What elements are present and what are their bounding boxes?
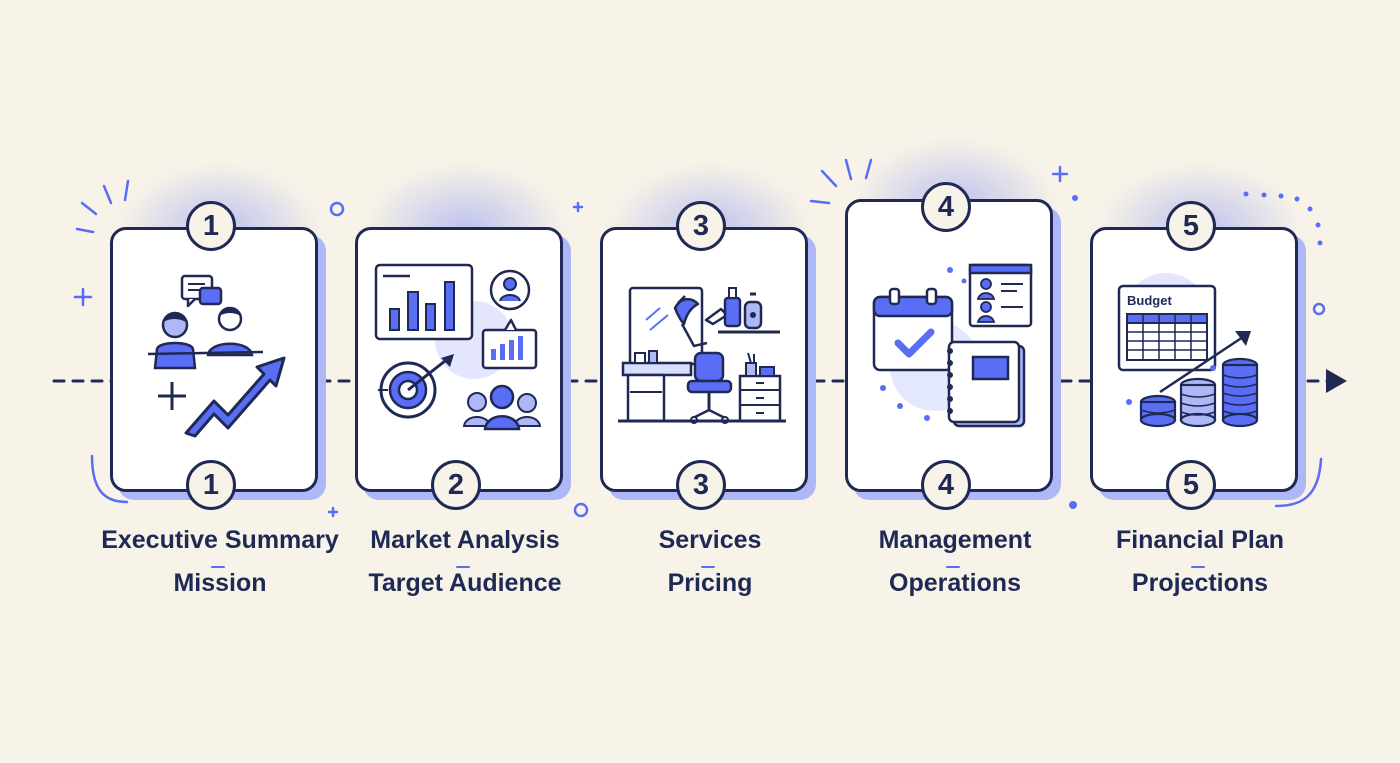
- budget-coins-icon: Budget: [1117, 273, 1259, 428]
- salon-services-icon: [618, 286, 786, 424]
- step-number-badge-bottom: 4: [921, 460, 971, 510]
- step-subtitle: Mission: [173, 569, 267, 597]
- title-separator: [701, 566, 715, 568]
- market-target-icon: [374, 263, 542, 431]
- step-number-badge-top: 4: [921, 182, 971, 232]
- step-title: Financial Plan: [1115, 526, 1285, 554]
- step-title: Services: [658, 526, 762, 554]
- step-subtitle: Operations: [889, 569, 1021, 597]
- step-subtitle: Target Audience: [368, 569, 562, 597]
- step-number-badge-top: 3: [676, 201, 726, 251]
- chat-growth-icon: [147, 274, 286, 438]
- step-subtitle: Projections: [1131, 569, 1269, 597]
- step-number-badge-bottom: 3: [676, 460, 726, 510]
- title-separator: [456, 566, 470, 568]
- step-title: Management: [878, 526, 1032, 554]
- step-number-badge-bottom: 1: [186, 460, 236, 510]
- step-number-badge-bottom: 2: [431, 460, 481, 510]
- step-number-badge-bottom: 5: [1166, 460, 1216, 510]
- step-title: Market Analysis: [370, 526, 560, 554]
- title-separator: [1191, 566, 1205, 568]
- step-number-badge-top: 5: [1166, 201, 1216, 251]
- title-separator: [946, 566, 960, 568]
- step-title: Executive Summary: [101, 526, 339, 554]
- calendar-team-icon: [872, 263, 1033, 428]
- budget-label: Budget: [1127, 293, 1172, 308]
- step-number-badge-top: 1: [186, 201, 236, 251]
- step-subtitle: Pricing: [667, 569, 753, 597]
- title-separator: [211, 566, 225, 568]
